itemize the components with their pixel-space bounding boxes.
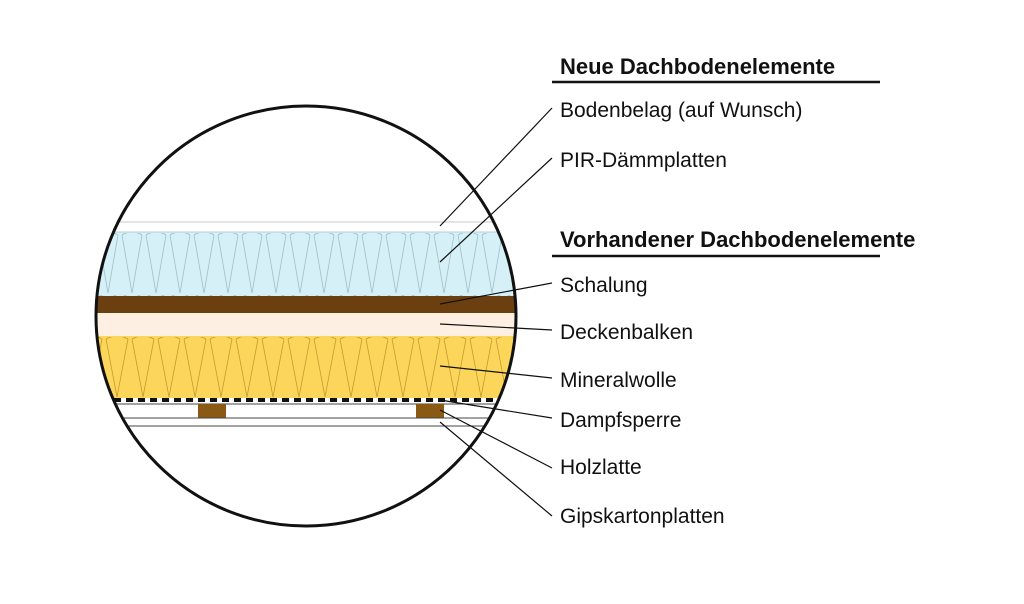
leader-dampfsperre (439, 399, 553, 419)
holzlatte-left (198, 404, 226, 418)
heading-existing-elements: Vorhandener Dachbodenelemente (560, 227, 915, 252)
deckenbalken-layer (96, 313, 516, 336)
detail-circle (94, 104, 518, 528)
label-schalung: Schalung (560, 274, 648, 297)
schalung-layer (96, 296, 516, 313)
label-pir: PIR-Dämmplatten (560, 149, 727, 172)
label-dampfsperre: Dampfsperre (560, 409, 681, 432)
bodenbelag-layer (96, 222, 516, 232)
leader-lines (439, 107, 553, 517)
leader-gipskarton (439, 421, 553, 517)
leader-pir (439, 157, 553, 263)
label-bodenbelag: Bodenbelag (auf Wunsch) (560, 99, 802, 122)
leader-mineralwolle (439, 365, 553, 379)
heading-new-elements: Neue Dachbodenelemente (560, 54, 835, 79)
label-mineralwolle: Mineralwolle (560, 369, 677, 392)
pir-pattern (96, 232, 516, 296)
layer-stack (96, 221, 516, 427)
leader-holzlatte (439, 409, 553, 469)
holzlatte-right (416, 404, 444, 418)
label-gipskarton: Gipskartonplatten (560, 505, 725, 528)
gipskarton-layer (96, 418, 516, 426)
leader-deckenbalken (439, 323, 553, 331)
leader-bodenbelag (439, 107, 553, 227)
label-deckenbalken: Deckenbalken (560, 321, 693, 344)
leader-schalung (439, 282, 553, 305)
label-holzlatte: Holzlatte (560, 456, 642, 479)
mineralwolle-pattern (96, 336, 516, 398)
